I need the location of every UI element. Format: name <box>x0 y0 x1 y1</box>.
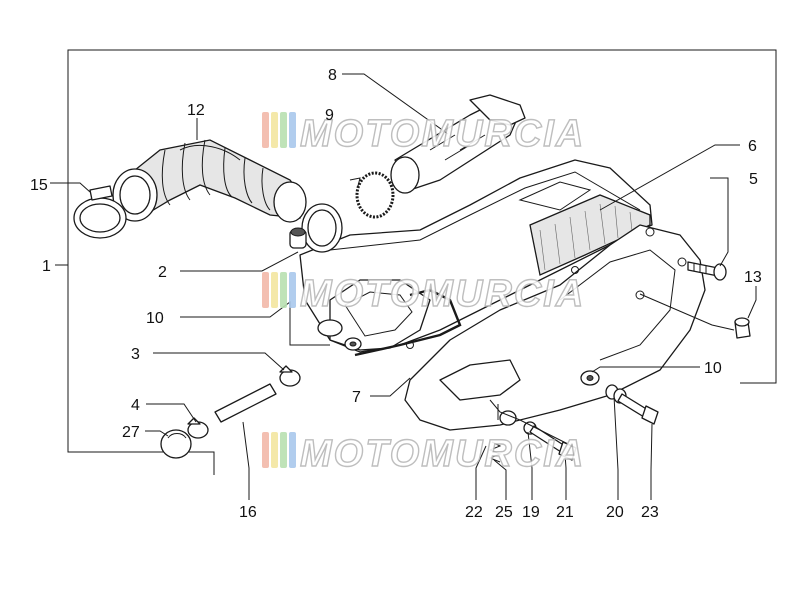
callout-2: 2 <box>158 264 167 281</box>
callout-4: 4 <box>131 397 140 414</box>
watermark-text: MOTOMURCIA <box>300 433 585 475</box>
callout-23: 23 <box>641 504 659 521</box>
washer-left <box>344 337 362 351</box>
callout-13: 13 <box>744 269 762 286</box>
callout-5: 5 <box>749 171 758 188</box>
callout-15: 15 <box>30 177 48 194</box>
drain-tube <box>214 383 277 423</box>
bolt-short <box>499 410 577 461</box>
watermark-stripe-3 <box>280 272 287 308</box>
leader-lines <box>50 73 757 500</box>
watermark-stripe-3 <box>280 112 287 148</box>
bolt-long <box>605 384 659 425</box>
callout-7: 7 <box>352 389 361 406</box>
callout-22: 22 <box>465 504 483 521</box>
watermark-stripe-2 <box>271 112 278 148</box>
callout-1: 1 <box>42 258 51 275</box>
spring-small <box>488 441 502 463</box>
sleeve-fitting <box>289 227 307 249</box>
washer-right <box>580 370 600 386</box>
watermark-stripe-1 <box>262 112 269 148</box>
callout-19: 19 <box>522 504 540 521</box>
gasket-seal <box>354 288 462 357</box>
callout-16: 16 <box>239 504 257 521</box>
callout-20: 20 <box>606 504 624 521</box>
filter-element <box>529 194 651 276</box>
watermark-top: MOTOMURCIA <box>262 112 585 156</box>
watermark-stripe-3 <box>280 432 287 468</box>
callout-21: 21 <box>556 504 574 521</box>
watermark-text: MOTOMURCIA <box>300 273 585 315</box>
watermark-stripe-2 <box>271 272 278 308</box>
watermark-stripe-4 <box>289 112 296 148</box>
air-box-housing <box>299 159 706 431</box>
callout-8: 8 <box>328 67 337 84</box>
callout-labels: 1 2 3 4 5 6 7 8 9 10 10 12 13 15 16 19 2… <box>30 67 762 521</box>
callout-25: 25 <box>495 504 513 521</box>
hose-clamp-right <box>301 203 343 253</box>
screw-top <box>687 261 727 281</box>
breather-assembly <box>349 94 526 219</box>
callout-12: 12 <box>187 102 205 119</box>
assembly-bracket <box>67 49 777 475</box>
watermark-stripe-1 <box>262 432 269 468</box>
hose-clamp-left <box>73 185 127 239</box>
intake-duct <box>112 139 307 223</box>
filter-mesh <box>539 203 633 271</box>
callout-10-right: 10 <box>704 360 722 377</box>
watermark-bottom: MOTOMURCIA <box>262 432 585 476</box>
callout-27: 27 <box>122 424 140 441</box>
spacer-bushing <box>734 317 751 339</box>
callout-3: 3 <box>131 346 140 363</box>
watermark-stripe-4 <box>289 432 296 468</box>
watermark-stripe-4 <box>289 272 296 308</box>
tube-clip-lower <box>187 417 209 439</box>
callout-10-left: 10 <box>146 310 164 327</box>
watermark-text: MOTOMURCIA <box>300 113 585 155</box>
callout-6: 6 <box>748 138 757 155</box>
watermark-stripe-2 <box>271 432 278 468</box>
watermark-stripe-1 <box>262 272 269 308</box>
watermark-middle: MOTOMURCIA <box>262 272 585 316</box>
spring-clip-ring <box>355 171 395 219</box>
drain-cap <box>160 429 192 459</box>
callout-9: 9 <box>325 107 334 124</box>
